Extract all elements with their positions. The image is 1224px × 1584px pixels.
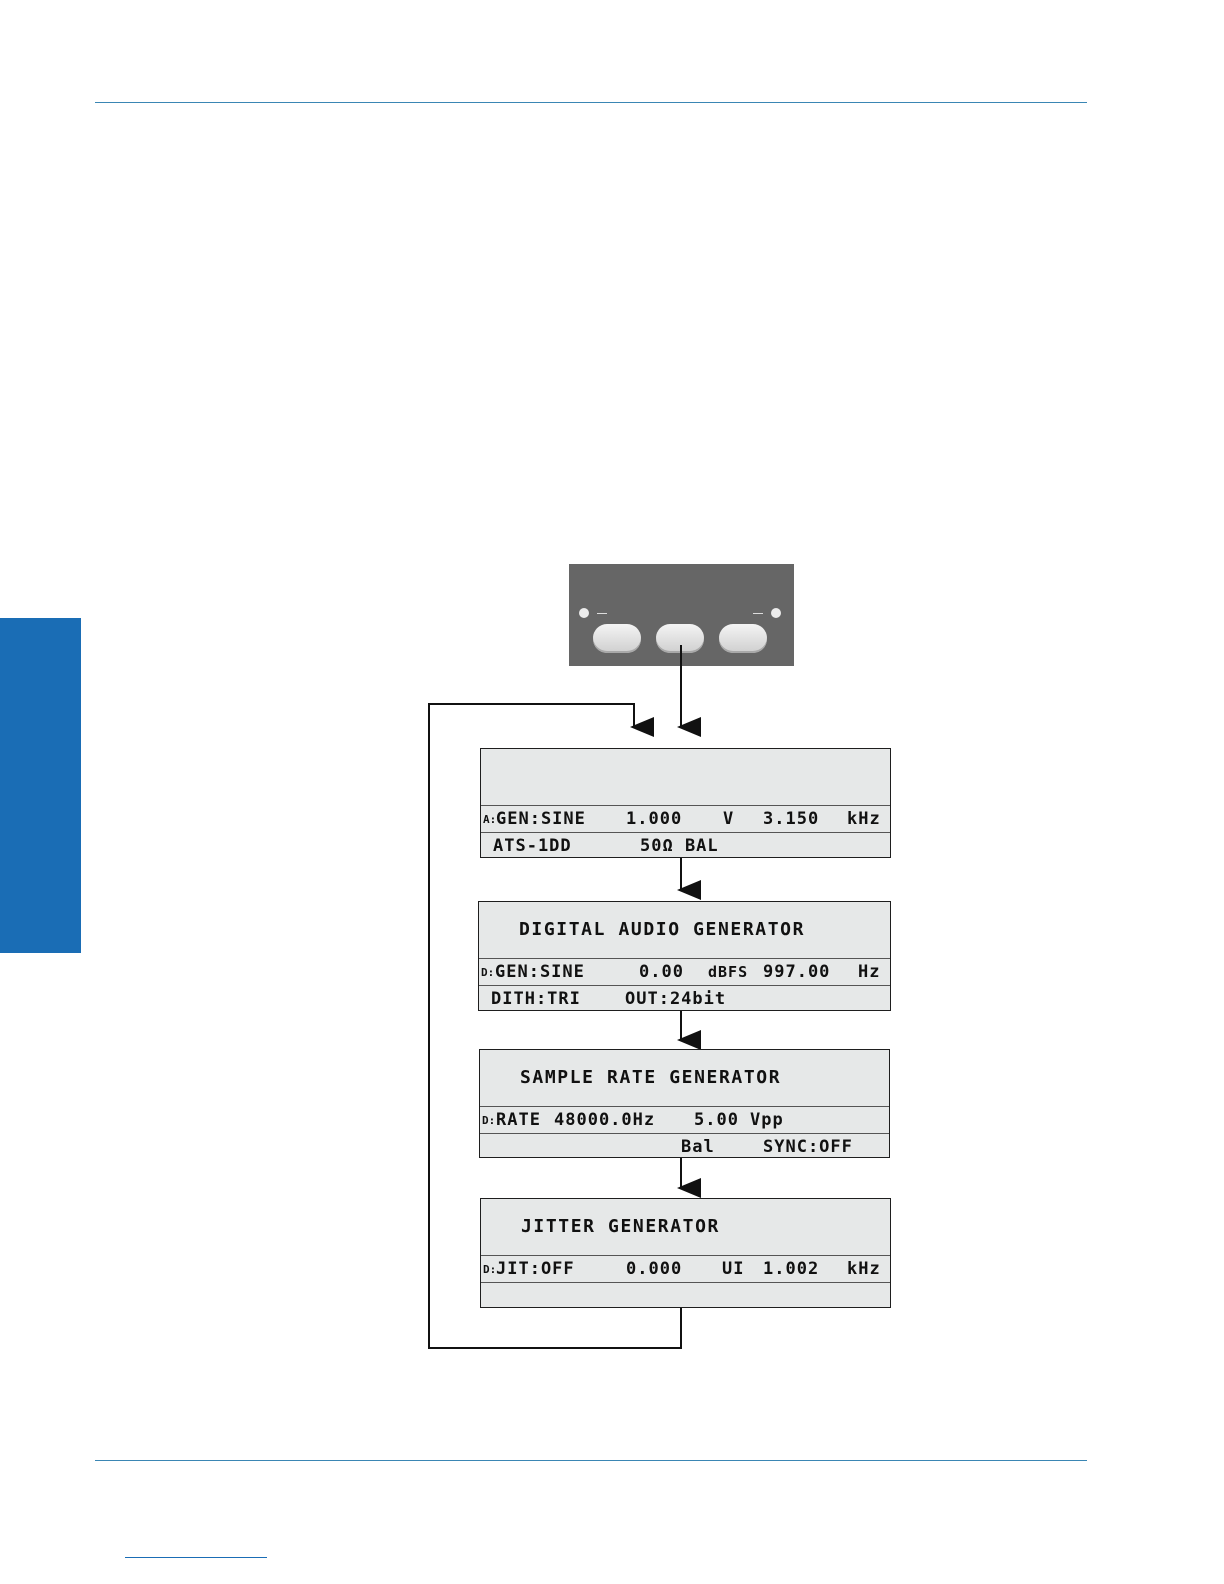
generator-mode: GEN:SINE: [496, 809, 586, 829]
frequency-unit: kHz: [847, 809, 881, 829]
left-led-dash: [597, 613, 607, 614]
channel-prefix: A:: [483, 813, 497, 826]
lcd-line-1: D: JIT:OFF 0.000 UI 1.002 kHz: [481, 1255, 890, 1283]
footer-rule: [95, 1460, 1087, 1461]
frequency-unit: kHz: [847, 1259, 881, 1279]
header-rule: [95, 102, 1087, 103]
chapter-side-tab: [0, 618, 81, 953]
line2-right: OUT:24bit: [625, 989, 727, 1009]
lcd-title: DIGITAL AUDIO GENERATOR: [519, 919, 806, 940]
level-unit: V: [723, 809, 735, 829]
generator-frequency: 997.00: [763, 962, 831, 982]
panel-key-left[interactable]: [593, 624, 641, 653]
channel-prefix: D:: [482, 1114, 496, 1127]
left-led-icon: [579, 608, 589, 618]
generator-frequency: 3.150: [763, 809, 820, 829]
generator-level: 1.000: [626, 809, 683, 829]
jitter-mode: JIT:OFF: [496, 1259, 575, 1279]
sample-rate-value: 48000.0Hz: [554, 1110, 656, 1130]
jitter-frequency: 1.002: [763, 1259, 820, 1279]
amplitude-unit: UI: [722, 1259, 745, 1279]
loop-back-path: [428, 703, 682, 1349]
lcd-screen-digital-audio-generator: DIGITAL AUDIO GENERATOR D: GEN:SINE 0.00…: [478, 901, 891, 1011]
lcd-title: JITTER GENERATOR: [521, 1216, 720, 1237]
lcd-line-2: Bal SYNC:OFF: [480, 1133, 889, 1161]
lcd-line-1: D: RATE 48000.0Hz 5.00 Vpp: [480, 1106, 889, 1134]
panel-key-right[interactable]: [719, 624, 767, 653]
generator-mode: GEN:SINE: [495, 962, 585, 982]
lcd-screen-jitter-generator: JITTER GENERATOR D: JIT:OFF 0.000 UI 1.0…: [480, 1198, 891, 1308]
lcd-title: SAMPLE RATE GENERATOR: [520, 1067, 782, 1088]
lcd-title: [481, 749, 890, 805]
line2-left: DITH:TRI: [491, 989, 581, 1009]
lcd-line-2: DITH:TRI OUT:24bit: [479, 985, 890, 1013]
lcd-line-2: [481, 1282, 890, 1310]
lcd-screen-analog-generator: A: GEN:SINE 1.000 V 3.150 kHz ATS-1DD 50…: [480, 748, 891, 858]
lcd-screen-sample-rate-generator: SAMPLE RATE GENERATOR D: RATE 48000.0Hz …: [479, 1049, 890, 1158]
right-led-icon: [771, 608, 781, 618]
output-voltage: 5.00: [694, 1110, 739, 1130]
channel-prefix: D:: [481, 966, 495, 979]
channel-prefix: D:: [483, 1263, 497, 1276]
level-unit: dBFS: [708, 963, 749, 981]
generator-mode: RATE: [496, 1110, 541, 1130]
line2-right: 50Ω BAL: [640, 836, 719, 856]
lcd-line-1: A: GEN:SINE 1.000 V 3.150 kHz: [481, 805, 890, 833]
frequency-unit: Hz: [858, 962, 881, 982]
line2-left: ATS-1DD: [493, 836, 572, 856]
line2-right: SYNC:OFF: [763, 1137, 853, 1157]
line2-left: Bal: [681, 1137, 715, 1157]
generator-level: 0.00: [639, 962, 684, 982]
footer-link-underline: [125, 1557, 267, 1558]
front-panel: [569, 564, 794, 666]
voltage-unit: Vpp: [750, 1110, 784, 1130]
lcd-line-1: D: GEN:SINE 0.00 dBFS 997.00 Hz: [479, 958, 890, 986]
jitter-amplitude: 0.000: [626, 1259, 683, 1279]
lcd-line-2: ATS-1DD 50Ω BAL: [481, 832, 890, 860]
right-led-dash: [753, 613, 763, 614]
